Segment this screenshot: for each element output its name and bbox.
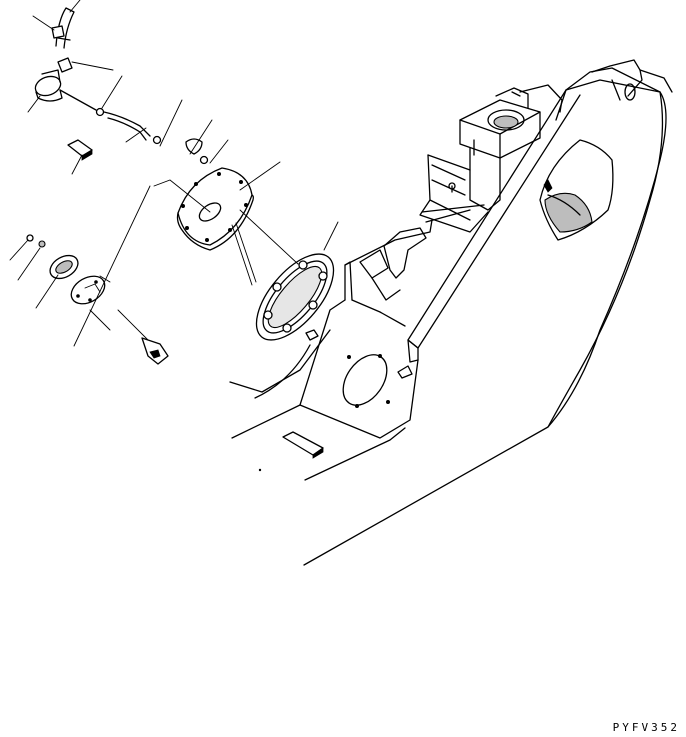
drawing-code-label: PYFV352 <box>612 721 680 734</box>
cover-plate <box>176 167 257 286</box>
panel-slot <box>282 431 324 456</box>
side-access-opening <box>539 139 614 241</box>
upper-column-mount <box>419 59 673 233</box>
front-upright-beam <box>565 79 661 93</box>
breather-assembly <box>34 7 209 165</box>
chassis-frame <box>229 67 667 566</box>
lower-skirt-panel <box>231 359 419 439</box>
mounting-bracket <box>383 227 427 279</box>
leader-lines <box>9 0 339 347</box>
fuel-sender-unit <box>26 234 169 365</box>
outer-body-panel <box>303 67 667 566</box>
tank-gasket <box>255 253 335 341</box>
